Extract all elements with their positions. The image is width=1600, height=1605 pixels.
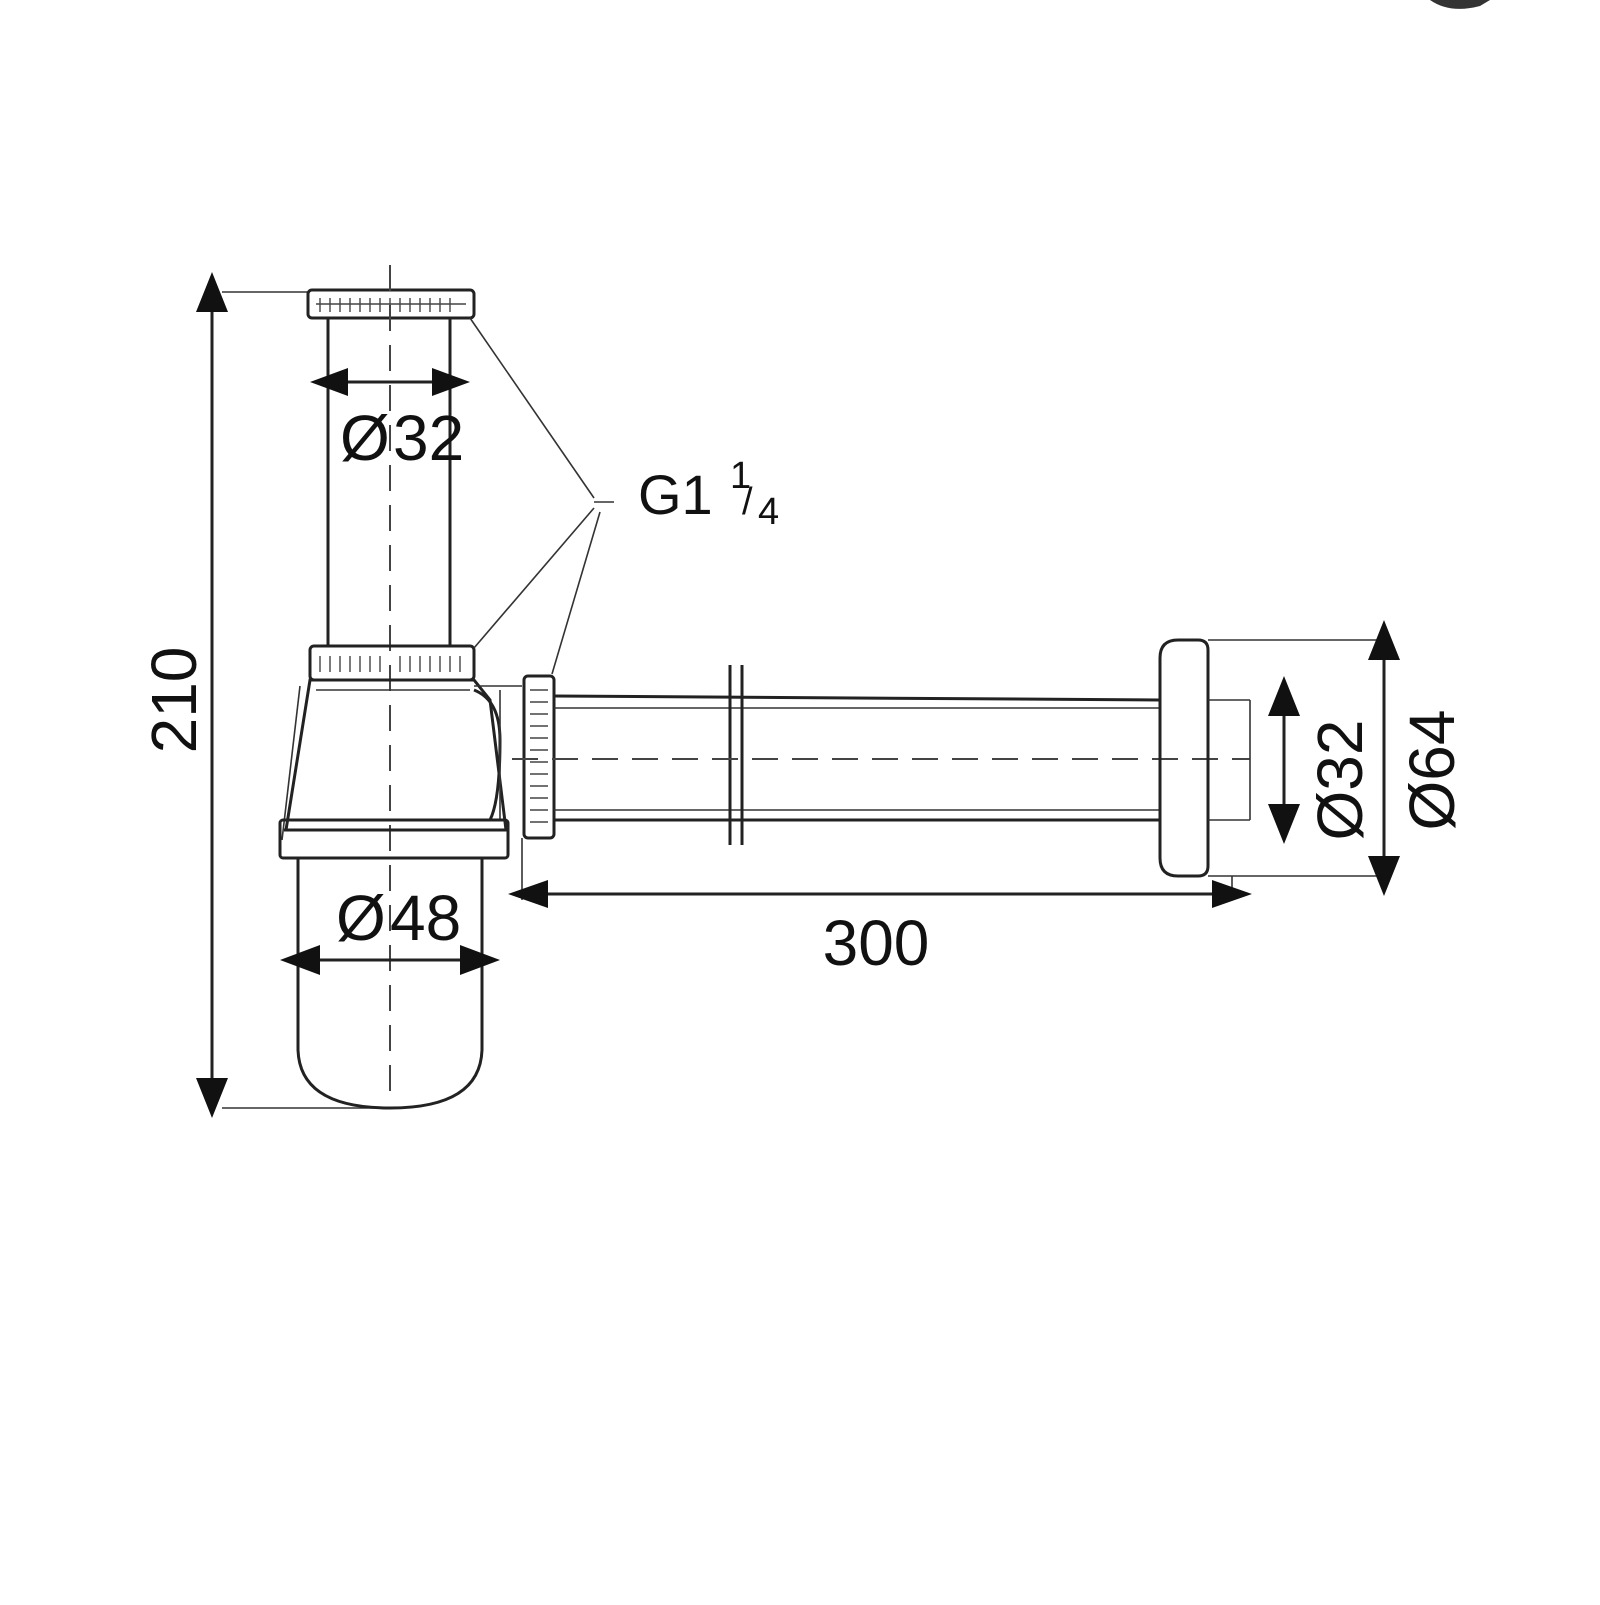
outlet-diameter-value: 32 xyxy=(1304,720,1376,791)
arrow-up-icon xyxy=(1268,676,1300,716)
outlet-pipe xyxy=(512,638,1251,878)
outlet-wall-top xyxy=(553,694,1161,702)
outlet-nut-knurl xyxy=(530,689,548,823)
outlet-diameter-label: Ø32 xyxy=(1304,720,1376,841)
outlet-length-dimension: 300 xyxy=(508,838,1252,979)
thread-label: G1 xyxy=(638,463,713,526)
outlet-nut xyxy=(522,674,556,840)
height-label: 210 xyxy=(138,647,210,754)
arrow-right-icon xyxy=(460,945,500,975)
leader-line-top xyxy=(469,317,595,499)
inlet-diameter-label: 32 xyxy=(393,402,464,474)
leader-line-bottom xyxy=(551,511,601,675)
inlet-top-knurl xyxy=(319,298,451,312)
rosette-diameter-symbol: Ø xyxy=(1396,781,1468,831)
arrow-left-icon xyxy=(508,880,548,908)
arrow-left-icon xyxy=(280,945,320,975)
thread-fraction-slash: / xyxy=(742,481,753,523)
bottle-upper-knurl xyxy=(319,656,461,672)
arrow-left-icon xyxy=(310,368,348,396)
arrow-down-icon xyxy=(196,1078,228,1118)
arrow-down-icon xyxy=(1368,856,1400,896)
inlet-tube: Ø 32 xyxy=(306,265,476,1100)
outlet-diameter-dimension: Ø32 xyxy=(1268,676,1376,844)
arrow-down-icon xyxy=(1268,804,1300,844)
bottle-body: Ø 48 xyxy=(278,644,522,1110)
rosette-diameter-label: Ø64 xyxy=(1396,710,1468,831)
length-label: 300 xyxy=(823,907,930,979)
arrow-right-icon xyxy=(432,368,470,396)
corner-fragment xyxy=(1430,0,1490,9)
wall-rosette xyxy=(1158,638,1210,878)
thread-fraction-denominator: 4 xyxy=(758,491,779,533)
outlet-diameter-symbol: Ø xyxy=(1304,791,1376,841)
rosette-diameter-dimension: Ø64 xyxy=(1208,620,1468,896)
rosette-diameter-value: 64 xyxy=(1396,710,1468,781)
arrow-right-icon xyxy=(1212,880,1252,908)
leader-line-middle xyxy=(473,507,595,649)
arrow-up-icon xyxy=(196,272,228,312)
thread-fraction-numerator: 1 xyxy=(730,455,751,497)
arrow-up-icon xyxy=(1368,620,1400,660)
bottle-flare xyxy=(284,678,508,832)
bottle-diameter-label: 48 xyxy=(390,882,461,954)
thread-callout: G1 1 / 4 xyxy=(469,317,779,675)
height-dimension: 210 xyxy=(138,272,392,1118)
bottle-diameter-symbol: Ø xyxy=(336,882,386,954)
bottle-cup xyxy=(296,858,484,1110)
inlet-diameter-symbol: Ø xyxy=(340,402,390,474)
bottle-lower-nut xyxy=(278,818,510,860)
